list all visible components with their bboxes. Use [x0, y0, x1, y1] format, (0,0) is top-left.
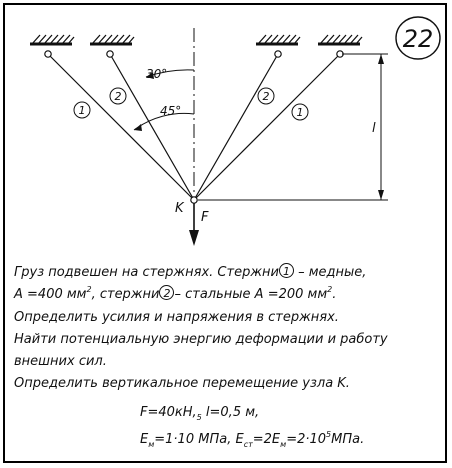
subscript: м — [280, 440, 287, 449]
rod-label-circles — [73, 87, 309, 121]
superscript: 5 — [326, 430, 332, 439]
sheet-frame — [3, 3, 447, 463]
given-line-2: Eм=1·10 МПа, Eст=2Eм=2·105МПа. — [140, 427, 364, 454]
given-length: l=0,5 м, — [205, 405, 260, 420]
statement-line-3: Определить усилия и напряжения в стержня… — [14, 310, 339, 325]
given-text: МПа, E — [194, 432, 244, 447]
node-k-hinge — [190, 196, 198, 204]
statement-text: – медные, — [293, 265, 367, 280]
rod-label-1-left: 1 — [79, 104, 86, 117]
subscript: м — [148, 440, 155, 449]
dim-arrow-bottom — [378, 190, 384, 200]
force-arrow — [189, 230, 199, 246]
subscript: 5 — [196, 413, 202, 422]
statement-text: Груз подвешен на стержнях. Стержни — [14, 265, 279, 280]
statement-line-6: Определить вертикальное перемещение узла… — [14, 376, 350, 391]
angle-label-30: 30° — [146, 67, 167, 81]
statement-text: A =400 мм — [14, 287, 87, 302]
dim-arrow-top — [378, 54, 384, 64]
rod-2-right — [193, 53, 279, 201]
angle-arrow-45 — [134, 124, 142, 131]
force-label: F — [201, 210, 209, 225]
given-line-1: F=40кН,5 l=0,5 м, — [140, 400, 364, 427]
given-text: =2·10 — [286, 432, 327, 447]
problem-number: 22 — [403, 25, 434, 53]
statement-text: . — [332, 287, 337, 302]
rod-label-1-right: 1 — [297, 106, 304, 119]
rods — [47, 53, 341, 201]
angle-arrow-30 — [146, 72, 154, 79]
given-text: МПа. — [331, 432, 365, 447]
superscript: 2 — [327, 285, 333, 294]
statement-text: , стержни — [91, 287, 160, 302]
superscript: 2 — [86, 285, 92, 294]
problem-number-circle — [395, 16, 441, 60]
rod-label-2-right: 2 — [263, 90, 270, 103]
given-text: =1·10 — [154, 432, 195, 447]
statement-line-5: внешних сил. — [14, 354, 107, 369]
length-label: l — [372, 121, 376, 136]
angle-label-45: 45° — [160, 104, 181, 118]
statement-text: – стальные A =200 мм — [174, 287, 328, 302]
statement-line-4: Найти потенциальную энергию деформации и… — [14, 332, 388, 347]
rod-mark-1: 1 — [278, 263, 294, 278]
given-force: F=40кН, — [140, 405, 197, 420]
rod-label-2-left: 2 — [115, 90, 122, 103]
support-hatching — [31, 34, 363, 45]
node-label: K — [175, 201, 185, 216]
rod-mark-2: 2 — [159, 285, 175, 300]
given-text: E — [140, 432, 149, 447]
rod-1-right — [193, 53, 341, 201]
given-data: F=40кН,5 l=0,5 м, Eм=1·10 МПа, Eст=2Eм=2… — [140, 400, 364, 454]
subscript: ст — [243, 440, 253, 449]
rod-1-left — [47, 53, 195, 201]
dimension-l — [198, 53, 388, 201]
rod-2-left — [109, 53, 195, 201]
given-text: =2E — [252, 432, 281, 447]
